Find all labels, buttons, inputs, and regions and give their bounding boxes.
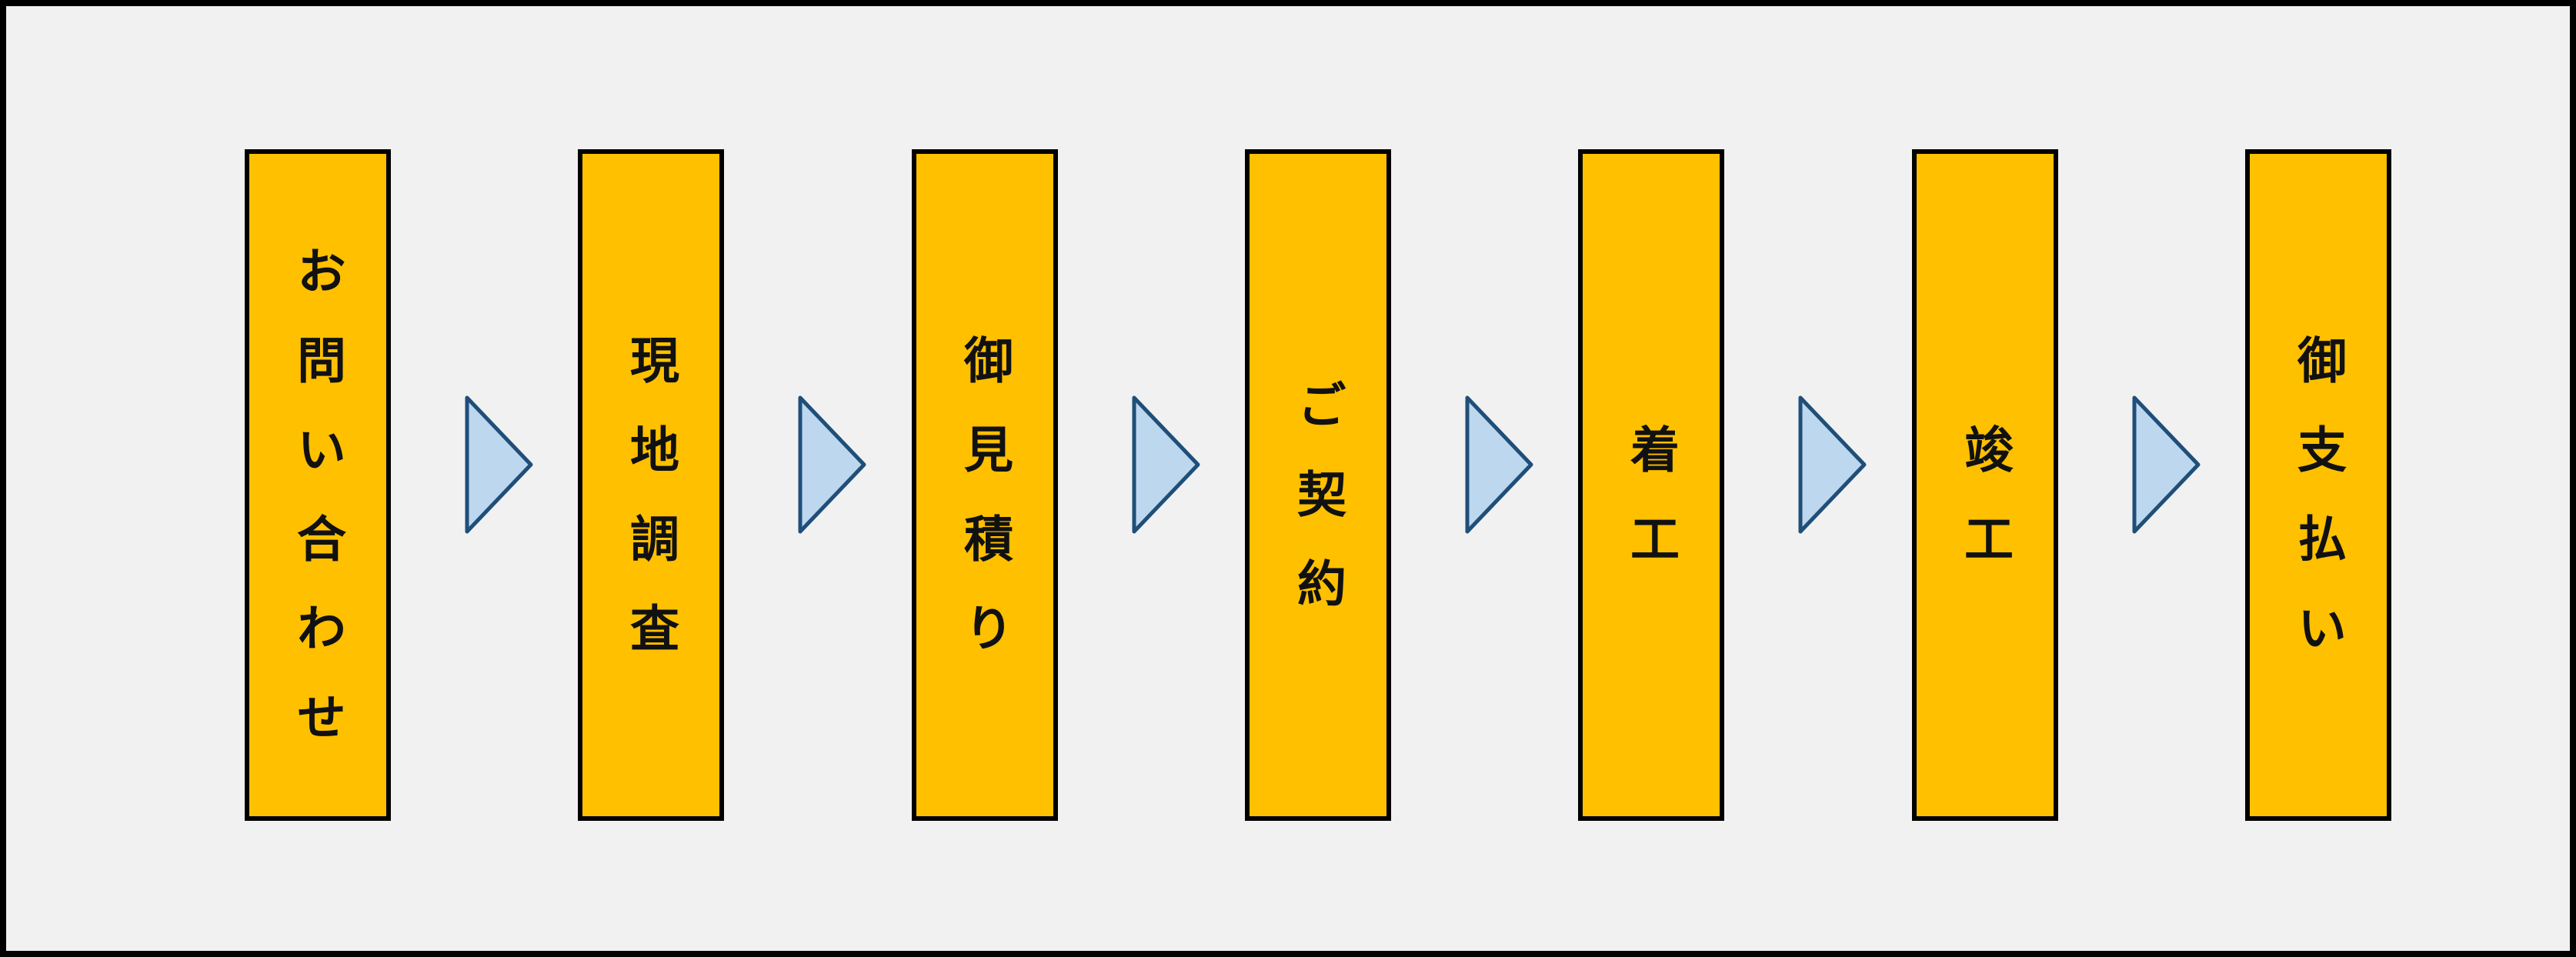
step-label: 御見積り [957, 334, 1013, 692]
flow-step-estimate: 御見積り [912, 149, 1058, 821]
flow-step-site-survey: 現地調査 [578, 149, 724, 821]
arrow-right-icon [1797, 393, 1869, 536]
step-label: ご契約 [1290, 378, 1346, 647]
step-label: 御支払い [2291, 334, 2346, 692]
arrow-right-icon [796, 393, 869, 536]
step-label: 竣工 [1957, 423, 2013, 602]
step-label: 着工 [1623, 423, 1679, 602]
step-label: 現地調査 [623, 334, 679, 692]
flow-step-inquiry: お問い合わせ [245, 149, 391, 821]
arrow-right-icon [2131, 393, 2203, 536]
flow-step-contract: ご契約 [1245, 149, 1391, 821]
flow-step-payment: 御支払い [2245, 149, 2391, 821]
flow-step-construction-start: 着工 [1578, 149, 1724, 821]
arrow-right-icon [1130, 393, 1203, 536]
step-label: お問い合わせ [290, 245, 345, 781]
arrow-right-icon [463, 393, 536, 536]
flow-step-completion: 竣工 [1912, 149, 2058, 821]
arrow-right-icon [1463, 393, 1536, 536]
